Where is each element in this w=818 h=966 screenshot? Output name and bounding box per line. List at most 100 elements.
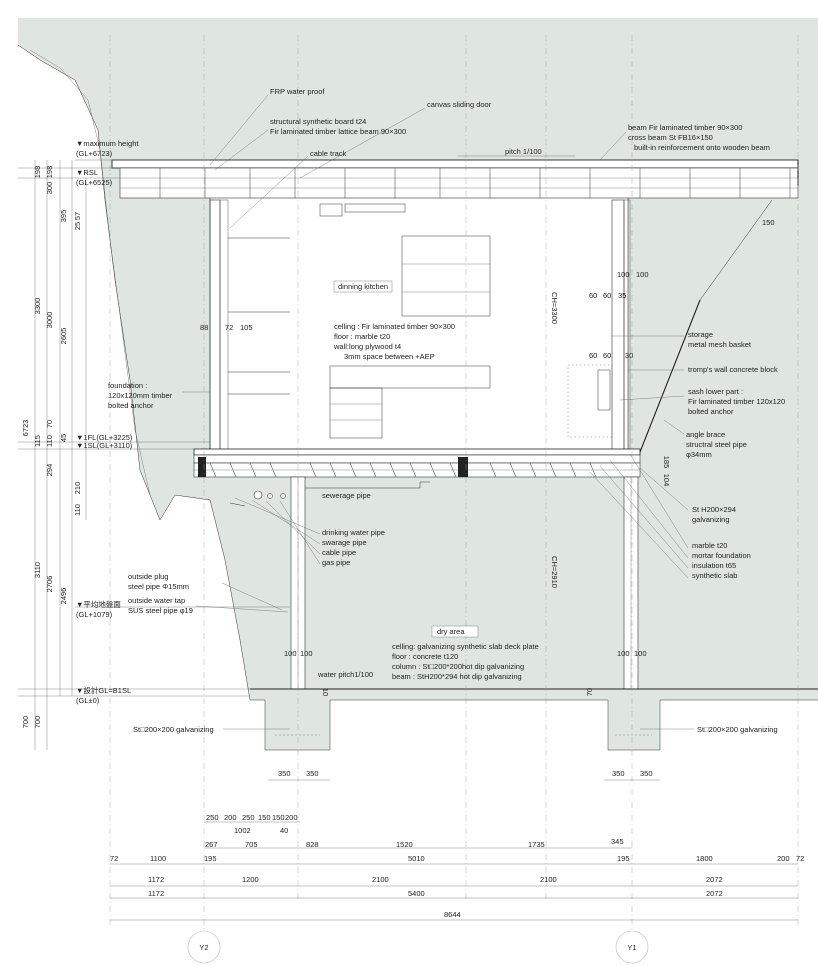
- note-floor-3: insulation t65: [692, 561, 736, 570]
- svg-text:700: 700: [21, 716, 30, 729]
- svg-text:2605: 2605: [59, 328, 68, 345]
- grid-label-y1: Y1: [627, 943, 636, 952]
- left-dimensions: 198 198 300 395 25 57 3300 3000 2605 672…: [21, 166, 82, 729]
- note-beam-3: built-in reinforcement onto wooden beam: [634, 143, 770, 152]
- slope-outline: [17, 44, 251, 701]
- note-pipe-1: drinking water pipe: [322, 528, 385, 537]
- svg-text:100: 100: [634, 649, 647, 658]
- leader-lines: [182, 94, 694, 730]
- note-sewerage: sewerage pipe: [322, 491, 371, 500]
- level-rsl: ▼RSL: [76, 168, 98, 177]
- svg-text:45: 45: [59, 434, 68, 442]
- note-plug-2: steel pipe Φ15mm: [128, 582, 189, 591]
- svg-text:350: 350: [278, 769, 291, 778]
- svg-text:1100: 1100: [150, 854, 166, 863]
- note-dry-4: beam : StH200*294 hot dip galvanizing: [392, 672, 522, 681]
- svg-text:115: 115: [33, 435, 42, 447]
- note-brace-1: angle brace: [686, 430, 725, 439]
- svg-text:350: 350: [640, 769, 653, 778]
- note-pipe-3: cable pipe: [322, 548, 356, 557]
- ground-slab: [250, 688, 818, 751]
- svg-text:(GL+1079): (GL+1079): [76, 610, 113, 619]
- note-pitch-roof: pitch 1/100: [505, 147, 542, 156]
- note-steel-h-1: St H200×294: [692, 505, 736, 514]
- svg-text:350: 350: [612, 769, 625, 778]
- note-beam-1: beam Fir laminated timber 90×300: [628, 123, 742, 132]
- svg-text:294: 294: [45, 464, 54, 477]
- svg-text:350: 350: [306, 769, 319, 778]
- svg-text:185: 185: [662, 456, 671, 469]
- svg-text:88: 88: [200, 323, 208, 332]
- pipes: [229, 481, 430, 507]
- inner-dimensions: 88 72 105 100 100 60 60 35 60 60 30 150 …: [200, 218, 775, 696]
- note-foundation-2: 120x120mm timber: [108, 391, 173, 400]
- kitchen-cabinet: [329, 235, 491, 439]
- svg-text:105: 105: [240, 323, 253, 332]
- svg-text:395: 395: [59, 210, 68, 223]
- svg-text:60: 60: [603, 351, 611, 360]
- storage-basket: [567, 364, 613, 438]
- svg-text:110: 110: [45, 435, 54, 447]
- room-name: dinning kitchen: [338, 282, 388, 291]
- level-1fl: ▼1FL(GL+3225): [76, 433, 133, 442]
- annotations: FRP water proof canvas sliding door stru…: [108, 87, 785, 734]
- svg-text:3300: 3300: [33, 298, 42, 315]
- note-frp: FRP water proof: [270, 87, 325, 96]
- note-ceiling-2: floor : marble t20: [334, 332, 390, 341]
- note-cable-track: cable track: [310, 149, 347, 158]
- svg-text:70: 70: [585, 688, 594, 696]
- note-foundation-3: bolted anchor: [108, 401, 154, 410]
- grid-lines: [109, 35, 799, 930]
- level-design-gl: ▼設計GL=B1SL: [76, 685, 131, 695]
- level-max-height: ▼maximum height: [76, 139, 139, 148]
- svg-text:1002: 1002: [234, 826, 251, 835]
- grid-label-y2: Y2: [199, 943, 208, 952]
- svg-text:35: 35: [618, 291, 626, 300]
- svg-text:267: 267: [205, 840, 218, 849]
- note-canvas-door: canvas sliding door: [427, 100, 492, 109]
- svg-text:8644: 8644: [444, 910, 461, 919]
- svg-text:2072: 2072: [706, 875, 723, 884]
- svg-text:300: 300: [45, 182, 54, 195]
- svg-text:195: 195: [204, 854, 217, 863]
- svg-text:200: 200: [285, 813, 298, 822]
- note-sash-2: Fir laminated timber 120x120: [688, 397, 785, 406]
- svg-text:198: 198: [33, 166, 42, 179]
- note-ceiling-4: 3mm space between +AEP: [344, 352, 435, 361]
- svg-text:3000: 3000: [45, 312, 54, 329]
- svg-text:100: 100: [617, 270, 630, 279]
- note-sash-3: bolted anchor: [688, 407, 734, 416]
- ceiling-height-lower: CH=2910: [550, 556, 559, 588]
- svg-text:195: 195: [617, 854, 630, 863]
- floor-slab: [193, 448, 641, 478]
- svg-text:60: 60: [603, 291, 611, 300]
- svg-text:30: 30: [625, 351, 633, 360]
- note-floor-1: marble t20: [692, 541, 727, 550]
- svg-text:(GL+6723): (GL+6723): [76, 149, 113, 158]
- svg-text:200: 200: [224, 813, 237, 822]
- svg-text:72: 72: [110, 854, 118, 863]
- note-sash-1: sash lower part :: [688, 387, 743, 396]
- note-column-right: St□200×200 galvanizing: [697, 725, 778, 734]
- svg-text:5010: 5010: [408, 854, 425, 863]
- interior-room: [209, 195, 629, 453]
- note-storage-1: storage: [688, 330, 713, 339]
- svg-text:2100: 2100: [372, 875, 389, 884]
- svg-text:1520: 1520: [396, 840, 413, 849]
- note-structural-board: structural synthetic board t24: [270, 117, 366, 126]
- svg-text:25: 25: [73, 222, 82, 230]
- svg-text:72: 72: [796, 854, 804, 863]
- ceiling-height-upper: CH=3300: [550, 292, 559, 324]
- svg-text:57: 57: [73, 212, 82, 220]
- note-ceiling-1: celling : Fir laminated timber 90×300: [334, 322, 455, 331]
- note-pipe-2: swarage pipe: [322, 538, 367, 547]
- svg-text:2100: 2100: [540, 875, 557, 884]
- svg-text:828: 828: [306, 840, 319, 849]
- svg-text:60: 60: [589, 291, 597, 300]
- note-ceiling-3: wall:long plywood t4: [333, 342, 401, 351]
- svg-text:70: 70: [45, 420, 54, 428]
- piloti-zone: [290, 462, 630, 688]
- note-floor-4: synthetic slab: [692, 571, 737, 580]
- svg-text:2706: 2706: [45, 576, 54, 593]
